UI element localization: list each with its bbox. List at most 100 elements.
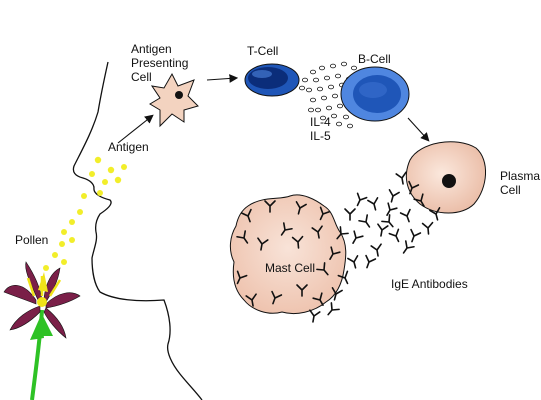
- pollen-grain-icon: [43, 265, 49, 271]
- t-cell-label: T-Cell: [247, 44, 278, 58]
- cytokine-dot: [336, 103, 343, 109]
- cytokine-dot: [340, 61, 347, 67]
- pollen-label: Pollen: [15, 233, 48, 247]
- pollen-grains: [43, 156, 127, 271]
- y-antibody-icon: [344, 208, 356, 221]
- pollen-grain-icon: [102, 179, 108, 185]
- pollen-grain-icon: [89, 171, 95, 177]
- y-antibody-icon: [296, 284, 308, 297]
- y-antibody-icon: [337, 270, 349, 285]
- y-antibody-icon: [311, 225, 323, 239]
- y-antibody-icon: [240, 208, 252, 223]
- y-antibody-icon: [386, 202, 398, 216]
- y-antibody-icon: [336, 226, 349, 240]
- y-antibody-icon: [309, 309, 321, 323]
- y-antibody-icon: [329, 246, 341, 260]
- cytokine-dot: [342, 114, 349, 120]
- t-cell: [244, 63, 300, 97]
- il5-label: IL-5: [310, 129, 331, 143]
- arrow-icon: [206, 74, 239, 83]
- pollen-grain-icon: [94, 156, 102, 164]
- cytokine-dot: [319, 115, 326, 121]
- plasma-nucleus: [442, 174, 456, 188]
- y-antibody-icon: [264, 200, 276, 213]
- pollen-grain-icon: [81, 193, 87, 199]
- face-profile-outline: [72, 61, 203, 400]
- cytokine-dot: [309, 97, 316, 103]
- y-antibody-icon: [367, 197, 379, 211]
- y-antibody-icon: [388, 189, 400, 203]
- cytokine-dot: [320, 95, 327, 101]
- cytokine-dot: [334, 73, 341, 79]
- cytokine-dot: [314, 107, 321, 113]
- y-antibody-icon: [312, 292, 324, 306]
- pollen-grain-icon: [69, 237, 75, 243]
- y-antibody-icon: [358, 214, 371, 228]
- y-antibody-icon: [370, 243, 382, 257]
- pollen-grain-icon: [77, 209, 83, 215]
- arrow-icon: [117, 114, 154, 144]
- antigen-label: Antigen: [108, 140, 149, 154]
- y-antibody-icon: [236, 230, 249, 244]
- cytokine-dot: [305, 87, 312, 93]
- cytokine-dot: [298, 85, 305, 91]
- y-antibody-icon: [257, 237, 269, 251]
- pollen-grain-icon: [61, 259, 67, 265]
- cytokine-dot: [312, 77, 319, 83]
- y-antibody-icon: [331, 287, 343, 301]
- y-antibody-icon: [352, 230, 364, 244]
- y-antibody-icon: [429, 207, 441, 221]
- y-antibody-icon: [280, 222, 293, 236]
- y-antibody-icon: [402, 240, 415, 254]
- y-antibody-icon: [413, 193, 425, 207]
- cytokine-dot: [307, 107, 314, 113]
- cytokine-dot: [335, 121, 342, 127]
- pollen-grain-icon: [69, 219, 75, 225]
- apc-label-line1: Antigen: [131, 42, 172, 56]
- y-antibody-icon: [408, 180, 420, 195]
- il4-label: IL-4: [310, 115, 331, 129]
- y-antibody-icon: [365, 254, 377, 269]
- y-antibody-icon: [395, 171, 407, 185]
- y-antibody-icon: [291, 235, 304, 249]
- pollen-grain-icon: [52, 252, 58, 258]
- y-antibody-icon: [327, 302, 340, 316]
- y-antibody-icon: [236, 270, 248, 285]
- y-antibody-icon: [388, 228, 400, 243]
- labels: Antigen Presenting Cell T-Cell B-Cell IL…: [15, 42, 540, 291]
- pollen-grain-icon: [107, 166, 115, 174]
- cytokine-dot: [330, 113, 337, 119]
- cytokine-dot: [301, 77, 308, 83]
- pollen-grain-icon: [114, 176, 122, 184]
- b-cell-label: B-Cell: [358, 52, 391, 66]
- y-antibody-icon: [271, 290, 283, 305]
- y-antibody-icon: [319, 206, 331, 221]
- antigen-presenting-cell: [149, 72, 199, 128]
- y-antibody-icon: [399, 208, 411, 223]
- mast-cell-label: Mast Cell: [265, 261, 315, 275]
- apc-label-line2: Presenting: [131, 56, 188, 70]
- cytokine-dot: [323, 75, 330, 81]
- cytokine-dot: [346, 123, 353, 129]
- arrows: [117, 74, 430, 144]
- y-antibody-icon: [347, 255, 359, 269]
- pollen-grain-icon: [121, 164, 127, 170]
- pollen-grain-icon: [59, 241, 65, 247]
- pollen-grain-icon: [61, 229, 67, 235]
- mast-cell: [229, 194, 347, 315]
- y-antibody-icon: [295, 201, 307, 215]
- cytokine-dot: [325, 105, 332, 111]
- y-antibody-icon: [316, 262, 329, 276]
- cytokine-dot: [329, 63, 336, 69]
- plasma-cell: [405, 141, 487, 214]
- apc-label-line3: Cell: [131, 70, 152, 84]
- cytokine-dot: [331, 93, 338, 99]
- cytokine-dot: [350, 65, 357, 71]
- y-antibody-icon: [410, 228, 422, 243]
- y-antibody-icon: [245, 293, 257, 307]
- flower-icon: [3, 261, 81, 400]
- b-cell: [340, 66, 410, 122]
- y-antibody-icon: [421, 221, 434, 235]
- ige-label: IgE Antibodies: [391, 277, 468, 291]
